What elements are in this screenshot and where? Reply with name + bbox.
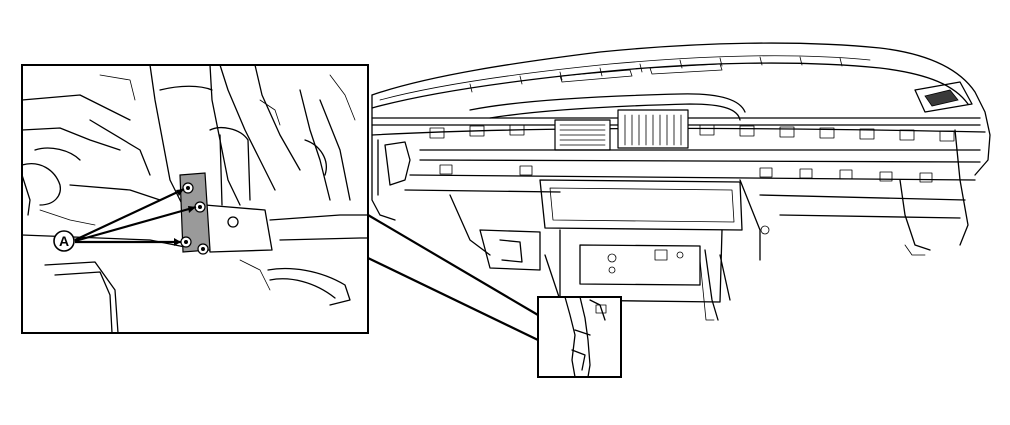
reference-box [537, 296, 622, 378]
bolt-icon [182, 182, 194, 194]
bolt-icon [194, 201, 206, 213]
bolt-icon [180, 236, 192, 248]
callout-leaders [74, 188, 197, 246]
zoom-connector [367, 214, 539, 341]
reference-frame [537, 296, 622, 378]
mounting-bolts [180, 182, 209, 255]
instrument-panel-assembly [371, 42, 991, 321]
bolt-icon [197, 243, 209, 255]
callout-a: A [53, 230, 75, 252]
detail-inset: A [21, 64, 369, 334]
callout-a-label: A [59, 233, 69, 249]
